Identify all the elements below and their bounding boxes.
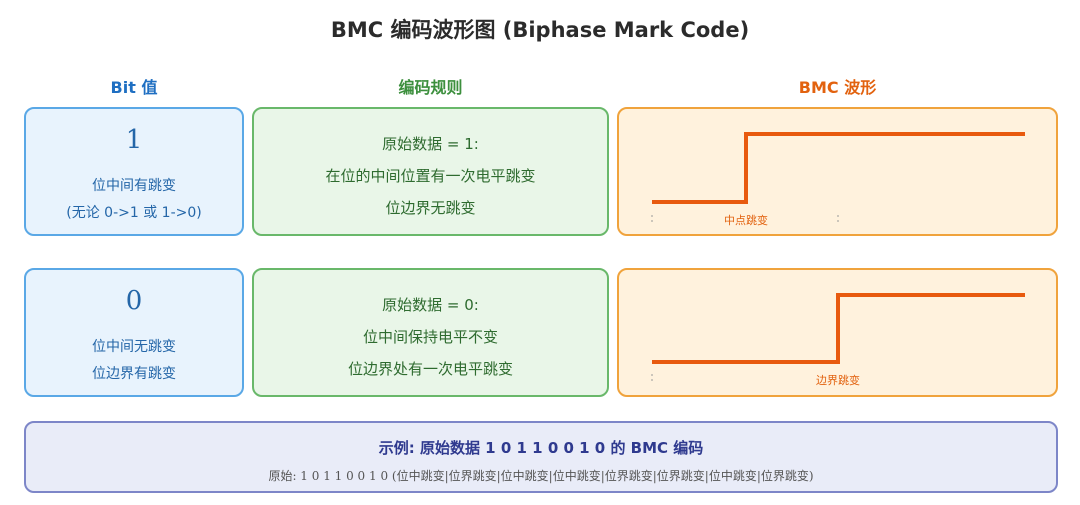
page-title: BMC 编码波形图 (Biphase Mark Code) [330,18,750,42]
wave-zero-box: 边界跳变 [617,268,1058,397]
bit-one-value: 1 [125,125,143,155]
wave-zero-label: 边界跳变 [816,373,860,387]
bit-zero-desc-line2: 位边界有跳变 [92,366,176,382]
wave-one-signal [652,132,1025,204]
wave-zero-signal [652,293,1025,364]
wave-one-svg: 中点跳变 [651,132,1025,227]
rule-zero-line3: 位边界处有一次电平跳变 [347,360,513,378]
bit-zero-desc-line1: 位中间无跳变 [92,339,176,355]
wave-one-label: 中点跳变 [724,213,768,227]
wave-zero-svg: 边界跳变 [651,293,1025,387]
rule-zero-line2: 位中间保持电平不变 [362,328,498,346]
bit-one-desc-line1: 位中间有跳变 [92,178,176,194]
bit-one-desc-line2: (无论 0->1 或 1->0) [66,205,202,221]
rule-one-line2: 在位的中间位置有一次电平跳变 [325,167,536,185]
rule-one-line1: 原始数据 = 1: [382,135,479,153]
rule-zero-box: 原始数据 = 0: 位中间保持电平不变 位边界处有一次电平跳变 [252,268,609,397]
example-title: 示例: 原始数据 1 0 1 1 0 0 1 0 的 BMC 编码 [378,439,704,457]
rule-one-box: 原始数据 = 1: 在位的中间位置有一次电平跳变 位边界无跳变 [252,107,609,236]
bit-zero-value: 0 [125,286,143,316]
header-bmc-waveform: BMC 波形 [798,78,877,97]
example-text: 原始: 1 0 1 1 0 0 1 0 (位中跳变|位界跳变|位中跳变|位中跳变… [268,469,814,483]
rule-zero-line1: 原始数据 = 0: [382,296,479,314]
bit-zero-box: 0 位中间无跳变 位边界有跳变 [24,268,244,397]
example-box: 示例: 原始数据 1 0 1 1 0 0 1 0 的 BMC 编码 原始: 1 … [24,421,1058,493]
header-bit-value: Bit 值 [110,78,158,97]
wave-one-box: 中点跳变 [617,107,1058,236]
bit-one-box: 1 位中间有跳变 (无论 0->1 或 1->0) [24,107,244,236]
header-encoding-rule: 编码规则 [398,78,463,97]
rule-one-line3: 位边界无跳变 [385,199,476,217]
